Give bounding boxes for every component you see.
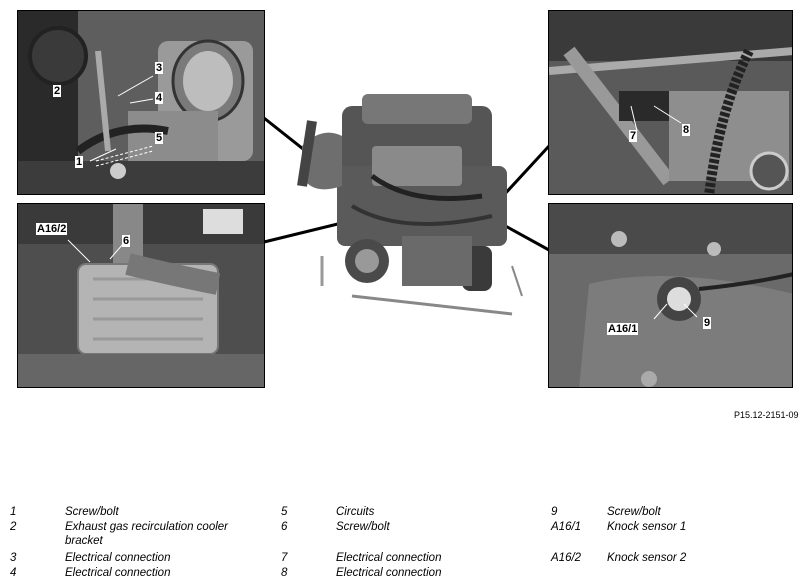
callout-3: 3 <box>155 62 164 74</box>
legend-text: Electrical connection <box>65 552 171 564</box>
callout-9: 9 <box>703 317 712 329</box>
callout-7: 7 <box>629 130 638 142</box>
callout-2: 2 <box>53 85 62 97</box>
engine-photo-bottom-left <box>18 204 264 387</box>
legend-key: 3 <box>10 552 17 564</box>
callout-8: 8 <box>682 124 691 136</box>
callout-6: 6 <box>122 235 131 247</box>
legend-text: Knock sensor 1 <box>607 521 687 533</box>
legend-text: Electrical connection <box>336 567 442 579</box>
callout-1: 1 <box>75 156 84 168</box>
legend-key: 9 <box>551 506 558 518</box>
legend-text: Exhaust gas recirculation cooler bracket <box>65 521 228 547</box>
legend-key: 4 <box>10 567 17 579</box>
engine-photo-top-right <box>549 11 792 194</box>
legend-text: Electrical connection <box>336 552 442 564</box>
legend-text: Circuits <box>336 506 375 518</box>
legend-text: Screw/bolt <box>336 521 390 533</box>
callout-A16-2: A16/2 <box>36 223 68 235</box>
legend-text: Screw/bolt <box>607 506 661 518</box>
legend-text: Knock sensor 2 <box>607 552 687 564</box>
legend-key: 2 <box>10 521 17 533</box>
photo-panel-bottom-right: A16/1 9 <box>548 203 793 388</box>
legend-key: 8 <box>281 567 288 579</box>
engine-illustration <box>297 94 523 316</box>
legend-key: 1 <box>10 506 17 518</box>
legend-key: 7 <box>281 552 288 564</box>
photo-panel-top-right: 7 8 <box>548 10 793 195</box>
figure-reference: P15.12-2151-09 <box>734 410 799 420</box>
engine-photo-top-left <box>18 11 264 194</box>
legend-key: A16/2 <box>551 552 582 564</box>
legend-key: A16/1 <box>551 521 582 533</box>
legend-text: Screw/bolt <box>65 506 119 518</box>
legend-key: 6 <box>281 521 288 533</box>
callout-4: 4 <box>155 92 164 104</box>
photo-panel-top-left: 2 3 4 5 1 <box>17 10 265 195</box>
legend-key: 5 <box>281 506 288 518</box>
engine-photo-bottom-right <box>549 204 792 387</box>
legend-text: Electrical connection <box>65 567 171 579</box>
photo-panel-bottom-left: A16/2 6 <box>17 203 265 388</box>
callout-A16-1: A16/1 <box>607 323 639 335</box>
callout-5: 5 <box>155 132 164 144</box>
